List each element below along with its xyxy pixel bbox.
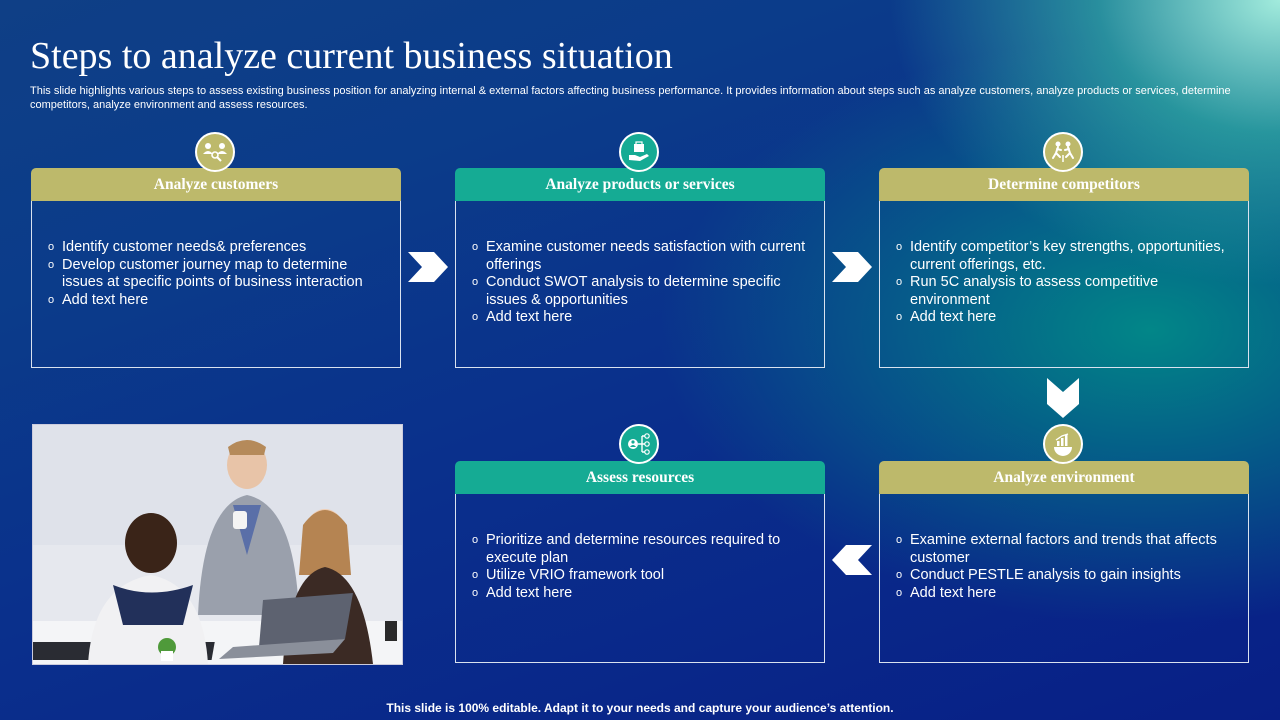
arrow-right-icon [832,252,872,282]
resources-network-icon [619,424,659,464]
footer-note: This slide is 100% editable. Adapt it to… [0,701,1280,715]
bullet-marker: o [466,274,486,309]
bullet-marker: o [42,239,62,257]
bullet-marker: o [890,239,910,274]
bullet-marker: o [466,585,486,603]
page-title: Steps to analyze current business situat… [30,34,673,78]
bullet-marker: o [466,567,486,585]
bullet-marker: o [890,274,910,309]
card-heading: Assess resources [455,461,825,494]
bullet-marker: o [466,532,486,567]
bullet-marker: o [890,567,910,585]
hand-products-icon [619,132,659,172]
arrow-left-icon [832,545,872,575]
page-subtitle: This slide highlights various steps to a… [30,84,1245,112]
bullet-marker: o [466,239,486,274]
card-heading: Analyze products or services [455,168,825,201]
bullet-marker: o [890,585,910,603]
bullet-marker: o [890,309,910,327]
bullet-marker: o [42,257,62,292]
arrow-right-icon [408,252,448,282]
competitors-icon [1043,132,1083,172]
card-heading: Analyze customers [31,168,401,201]
card-heading: Analyze environment [879,461,1249,494]
bullet-marker: o [890,532,910,567]
bullet-marker: o [42,292,62,310]
team-meeting-photo [32,424,403,665]
card-heading: Determine competitors [879,168,1249,201]
bullet-marker: o [466,309,486,327]
customers-icon [195,132,235,172]
arrow-down-icon [1047,378,1079,418]
chart-globe-icon [1043,424,1083,464]
